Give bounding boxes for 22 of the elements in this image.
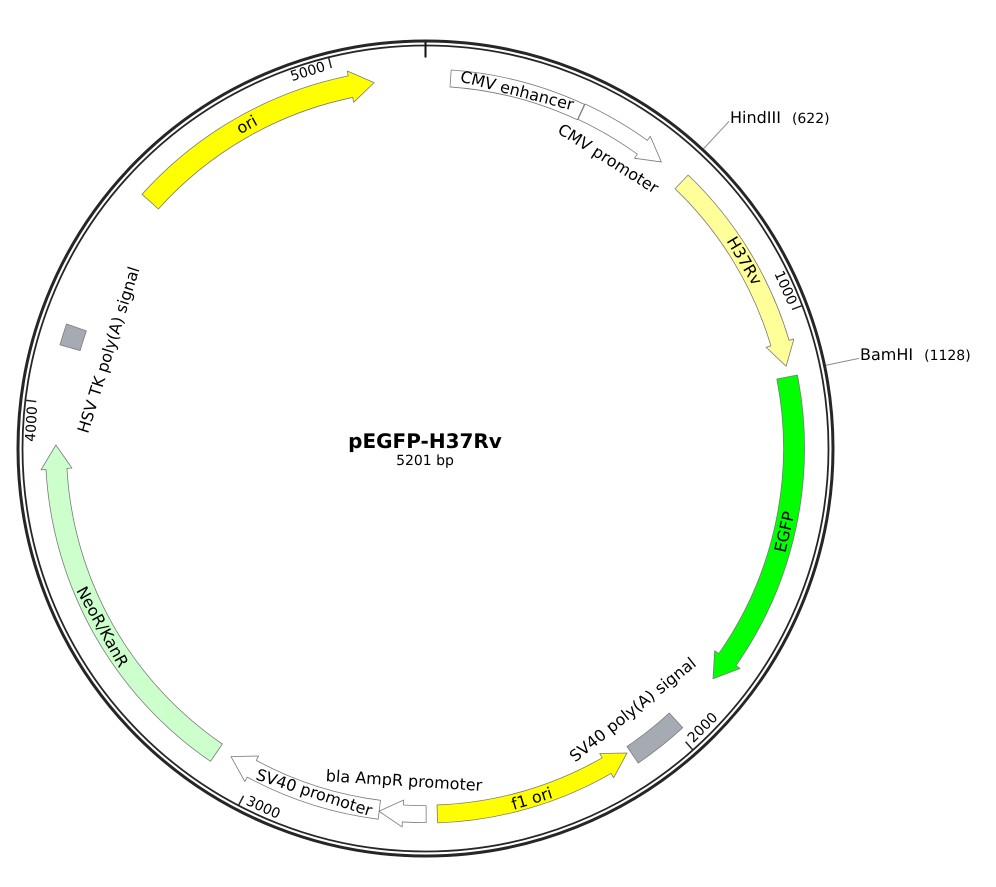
tick-label: 1000 (771, 268, 798, 307)
restriction-site-label: BamHI (860, 344, 914, 364)
plasmid-backbone-ring (16, 39, 834, 858)
site-position-label: (1128) (924, 348, 971, 364)
feature-label: CMV enhancer (458, 68, 576, 114)
feature-label: f1 ori (510, 784, 554, 812)
feature-label: HSV TK poly(A) signal (76, 264, 143, 435)
restriction-site-label: HindIII (730, 108, 781, 126)
tick-label: 3000 (244, 794, 282, 822)
leader-line (702, 120, 730, 150)
feature-label: ori (234, 113, 260, 138)
feature-label: EGFP (772, 510, 797, 554)
plasmid-size-label: 5201 bp (396, 454, 454, 468)
plasmid-name: pEGFP-H37Rv (348, 431, 502, 451)
tick-label: 5000 (289, 60, 328, 84)
feature-box (449, 68, 586, 121)
leader-line (824, 358, 860, 366)
site-position-label: (622) (792, 110, 830, 126)
feature-arc (40, 444, 224, 763)
feature-arc (712, 374, 806, 680)
feature-arc (674, 174, 794, 367)
tick-label: 4000 (24, 406, 40, 442)
